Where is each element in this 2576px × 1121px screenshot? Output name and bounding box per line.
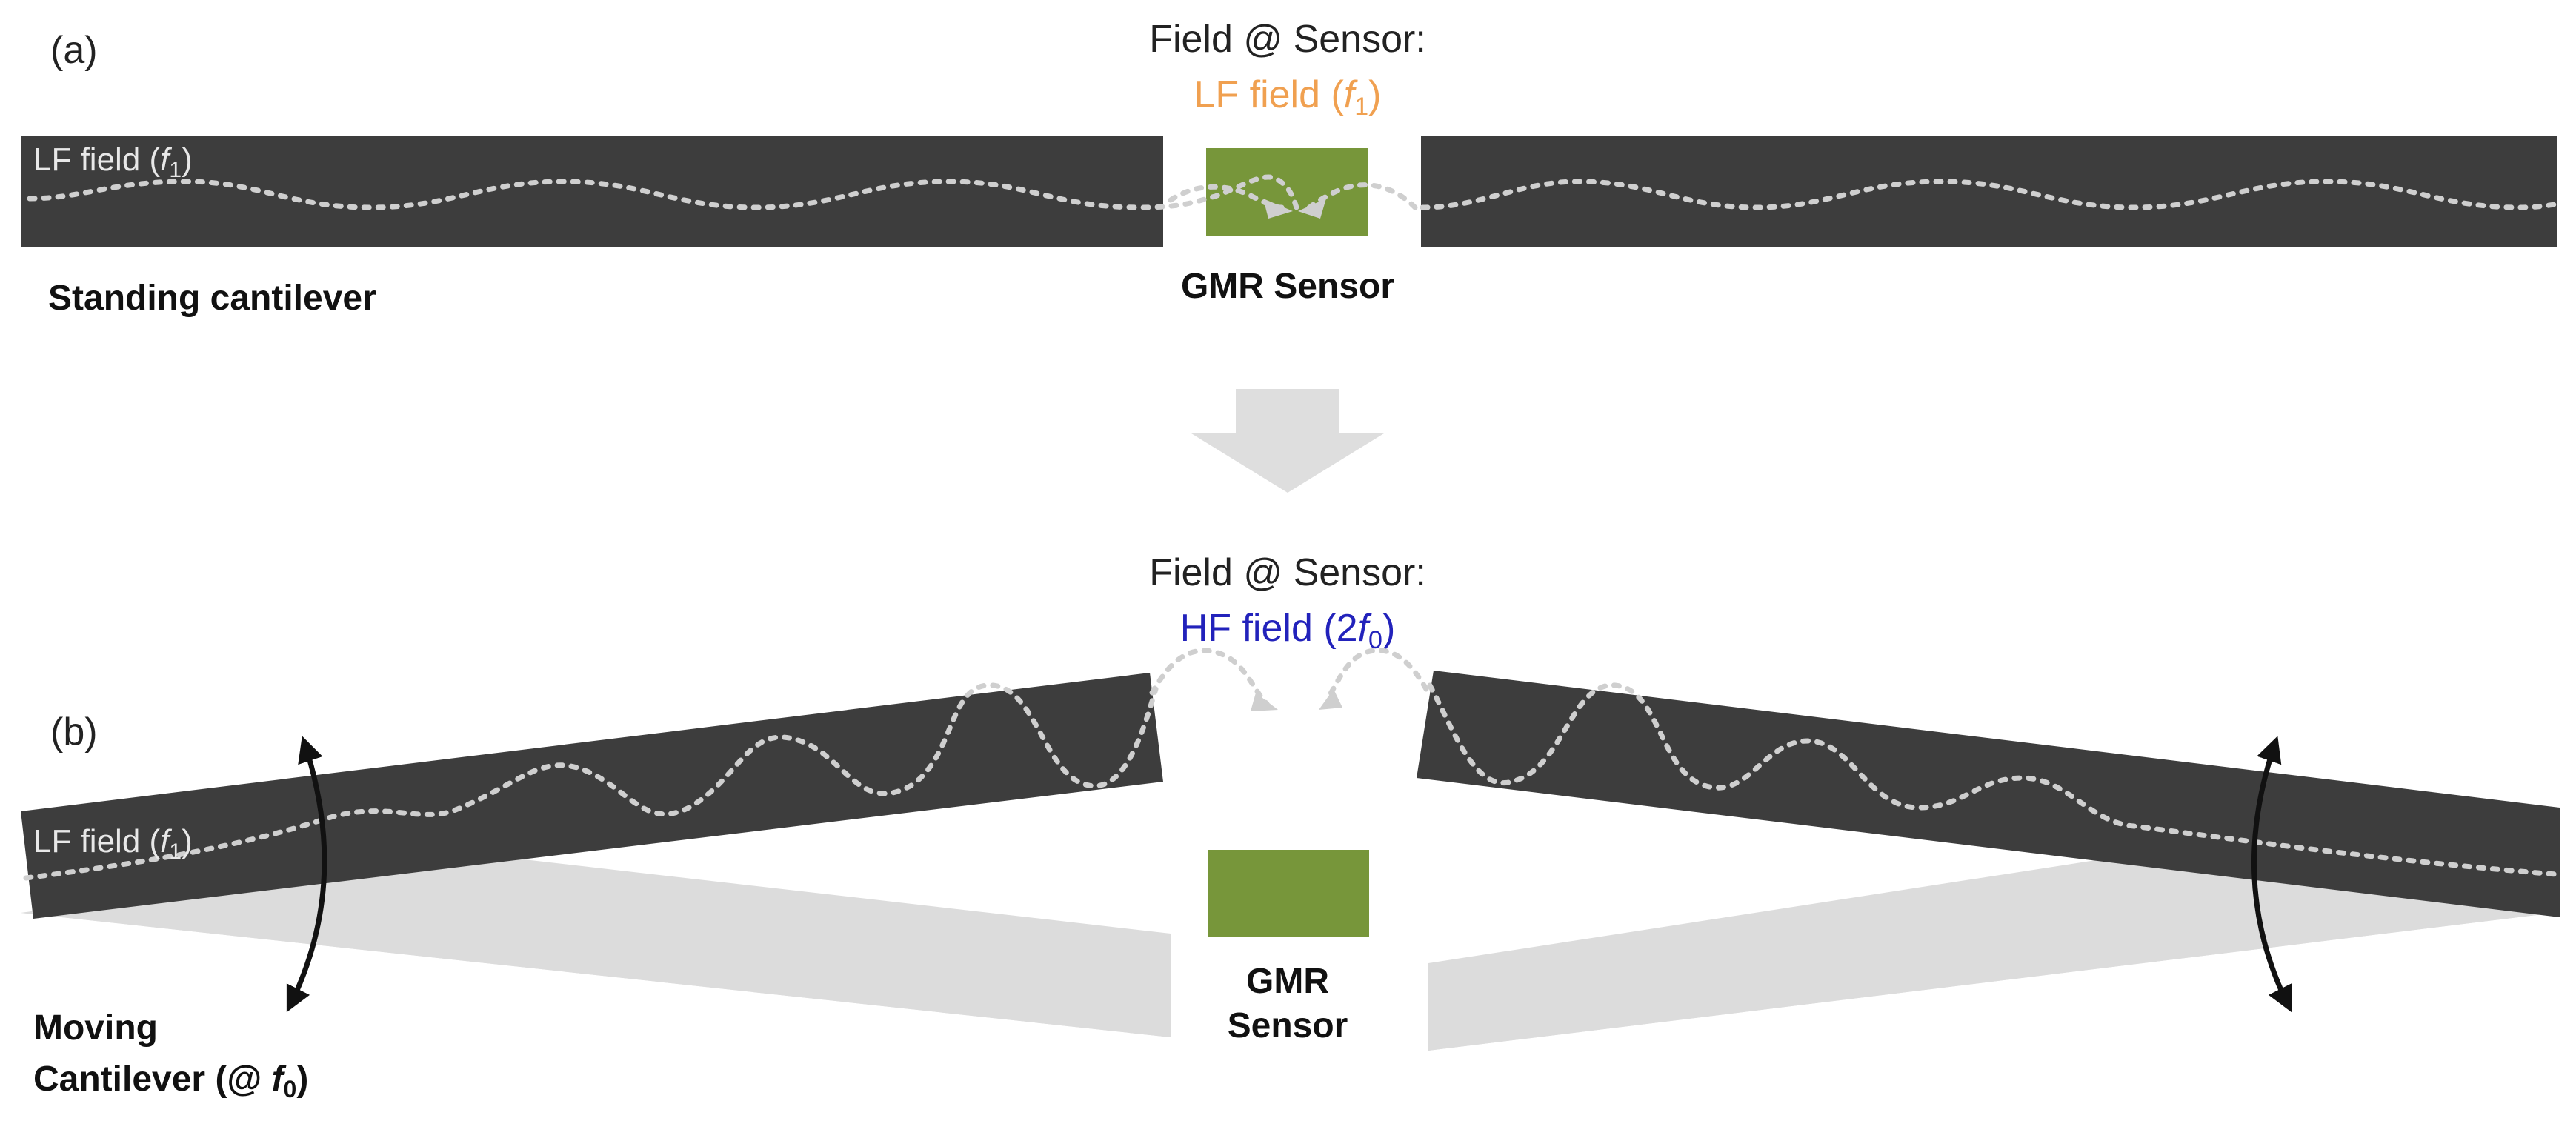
double-arrow-icon [2251, 736, 2292, 1013]
panel-a-field-title: Field @ Sensor: [1149, 18, 1426, 61]
panel-a-right-wave [1420, 179, 2557, 210]
panel-a-field-arrow-right [1298, 199, 1326, 219]
panel-b-gmr-sensor [1208, 850, 1369, 937]
panel-b-bar-label: LF field (f1) [33, 823, 193, 864]
panel-b-left-center-wave [1149, 648, 1270, 707]
panel-a-left-wave [27, 174, 1299, 210]
panel-b-caption-line2: Cantilever (@ f0) [33, 1060, 308, 1102]
panel-b-field-arrow-left [1251, 693, 1278, 711]
panel-b-field-title: Field @ Sensor: [1149, 551, 1426, 594]
panel-b-caption-line1: Moving [33, 1008, 158, 1048]
panel-a-tag: (a) [50, 29, 98, 72]
panel-b-right-wave [1427, 682, 2559, 877]
panel-b-sensor-label-line2: Sensor [1228, 1006, 1348, 1045]
panel-a-left-cantilever [21, 136, 1163, 247]
panel-b-field-arrow-right [1319, 689, 1342, 710]
panel-a-gmr-sensor [1206, 148, 1368, 236]
panel-a-caption: Standing cantilever [48, 279, 376, 318]
double-arrow-icon [286, 736, 327, 1013]
panel-b-right-center-wave [1323, 648, 1429, 703]
panel-a-field-value: LF field (f1) [1194, 73, 1382, 121]
panel-a-right-cantilever [1421, 136, 2557, 247]
panel-a-field-arrow-left [1263, 199, 1293, 219]
down-arrow-icon [1191, 389, 1384, 493]
panel-b-tag: (b) [50, 711, 98, 754]
panel-b-left-wave [23, 682, 1159, 881]
panel-b-sensor-label-line1: GMR [1246, 962, 1329, 1001]
panel-a-bar-label: LF field (f1) [33, 142, 193, 182]
panel-b-field-value: HF field (2f0) [1180, 607, 1396, 654]
panel-a-sensor-label: GMR Sensor [1181, 267, 1394, 306]
panel-a-center-wave [1168, 184, 1285, 210]
